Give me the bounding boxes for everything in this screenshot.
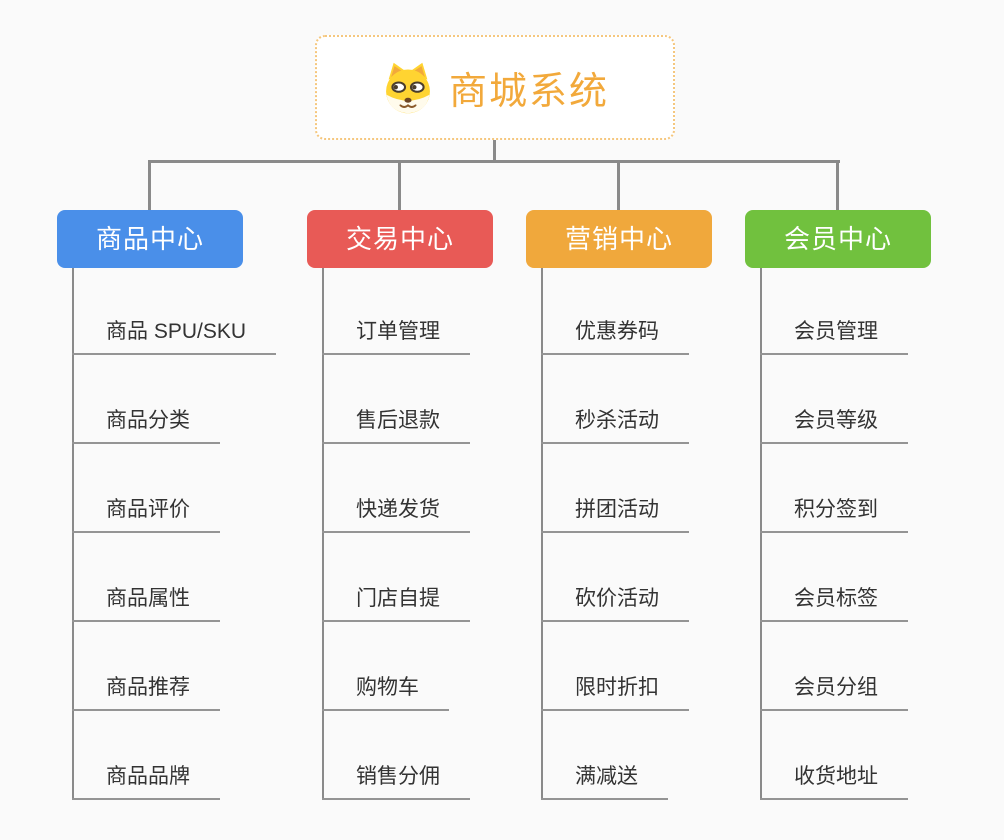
branch-drop-line (836, 160, 839, 210)
child-node[interactable]: 购物车 (322, 673, 449, 711)
branch-spine-line (760, 268, 762, 800)
root-title: 商城系统 (448, 71, 609, 113)
branch-marketing-center: 营销中心 优惠券码秒杀活动拼团活动砍价活动限时折扣满减送 (526, 160, 712, 800)
doge-face-icon (381, 60, 435, 116)
branch-product-center: 商品中心 商品 SPU/SKU 商品分类商品评价商品属性商品推荐商品品牌 (57, 160, 277, 800)
branch-spine-line (322, 268, 324, 800)
child-node[interactable]: 快递发货 (322, 495, 470, 533)
branch-children: 订单管理售后退款快递发货门店自提购物车销售分佣 (322, 268, 470, 840)
branch-spine-line (72, 268, 74, 800)
branch-drop-line (398, 160, 401, 210)
branch-bus-line (148, 160, 840, 163)
branch-header-trade-center[interactable]: 交易中心 (307, 210, 493, 268)
root-stem-line (493, 140, 496, 163)
branch-header-product-center[interactable]: 商品中心 (57, 210, 243, 268)
child-node[interactable]: 商品属性 (72, 584, 220, 622)
child-node[interactable]: 订单管理 (322, 317, 470, 355)
root-node[interactable]: 商城系统 (315, 35, 675, 140)
child-node[interactable]: 会员管理 (760, 317, 908, 355)
branch-children: 会员管理会员等级积分签到会员标签会员分组收货地址 (760, 268, 908, 840)
branch-member-center: 会员中心 会员管理会员等级积分签到会员标签会员分组收货地址 (745, 160, 931, 800)
child-node[interactable]: 秒杀活动 (541, 406, 689, 444)
child-node[interactable]: 商品分类 (72, 406, 220, 444)
child-node[interactable]: 商品品牌 (72, 762, 220, 800)
child-node[interactable]: 会员标签 (760, 584, 908, 622)
branch-header-marketing-center[interactable]: 营销中心 (526, 210, 712, 268)
branch-drop-line (148, 160, 151, 210)
branch-children: 商品 SPU/SKU 商品分类商品评价商品属性商品推荐商品品牌 (72, 268, 277, 840)
branch-drop-line (617, 160, 620, 210)
branch-trade-center: 交易中心 订单管理售后退款快递发货门店自提购物车销售分佣 (307, 160, 493, 800)
child-node[interactable]: 商品 SPU/SKU (72, 317, 277, 355)
child-node[interactable]: 拼团活动 (541, 495, 689, 533)
child-node[interactable]: 会员等级 (760, 406, 908, 444)
child-node[interactable]: 限时折扣 (541, 673, 689, 711)
child-node[interactable]: 积分签到 (760, 495, 908, 533)
child-node[interactable]: 会员分组 (760, 673, 908, 711)
child-node[interactable]: 优惠券码 (541, 317, 689, 355)
child-node[interactable]: 满减送 (541, 762, 668, 800)
child-node[interactable]: 售后退款 (322, 406, 470, 444)
child-node[interactable]: 商品推荐 (72, 673, 220, 711)
branch-header-member-center[interactable]: 会员中心 (745, 210, 931, 268)
child-node[interactable]: 商品评价 (72, 495, 220, 533)
child-node[interactable]: 门店自提 (322, 584, 470, 622)
child-node[interactable]: 砍价活动 (541, 584, 689, 622)
child-node[interactable]: 收货地址 (760, 762, 908, 800)
branch-children: 优惠券码秒杀活动拼团活动砍价活动限时折扣满减送 (541, 268, 689, 840)
branch-spine-line (541, 268, 543, 800)
child-node[interactable]: 销售分佣 (322, 762, 470, 800)
